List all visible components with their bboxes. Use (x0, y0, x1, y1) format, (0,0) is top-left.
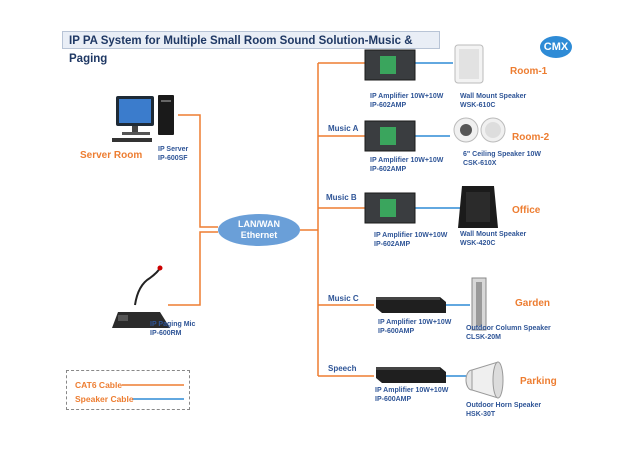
paging-mic-icon (112, 265, 170, 328)
amplifier-icon-1 (364, 49, 416, 81)
cat6-server-line (178, 114, 218, 228)
zone-room-5: Parking (520, 376, 557, 387)
wall-speaker-icon-3 (458, 186, 498, 228)
source-music-a: Music A (328, 124, 359, 133)
speaker-model-4: CLSK-20M (466, 334, 502, 341)
zone-room-4: Garden (515, 298, 551, 309)
source-speech: Speech (328, 364, 357, 373)
zone-room-1: Room-1 (510, 66, 548, 77)
wall-speaker-icon-1 (454, 44, 484, 84)
amp-model-1: IP-602AMP (370, 102, 407, 109)
amp-name-3: IP Amplifier 10W+10W (374, 232, 448, 239)
amp-model-4: IP-600AMP (378, 328, 415, 335)
amp-model-2: IP-602AMP (370, 166, 407, 173)
source-music-c: Music C (328, 294, 359, 303)
legend-speaker-label: Speaker Cable (75, 394, 134, 404)
server-room-label: Server Room (80, 150, 143, 161)
speaker-name-4: Outdoor Column Speaker (466, 325, 551, 332)
mic-name: IP Paging Mic (150, 321, 196, 328)
network-label-1: LAN/WAN (238, 219, 280, 229)
source-music-b: Music B (326, 193, 357, 202)
server-computer-icon (112, 95, 174, 142)
amplifier-icon-4 (376, 297, 446, 313)
amp-name-5: IP Amplifier 10W+10W (375, 387, 449, 394)
column-speaker-icon-4 (471, 277, 487, 331)
brand-logo: CMX (540, 36, 572, 58)
amp-name-1: IP Amplifier 10W+10W (370, 93, 444, 100)
speaker-name-5: Outdoor Horn Speaker (466, 402, 542, 409)
speaker-model-3: WSK-420C (460, 240, 496, 247)
ceiling-speaker-icon-2 (453, 117, 506, 143)
lan-wan-cloud: LAN/WAN Ethernet (218, 214, 300, 246)
speaker-name-3: Wall Mount Speaker (460, 231, 527, 238)
cable-legend: CAT6 Cable Speaker Cable (66, 370, 190, 410)
speaker-model-1: WSK-610C (460, 102, 496, 109)
amp-model-5: IP-600AMP (375, 396, 412, 403)
amp-name-2: IP Amplifier 10W+10W (370, 157, 444, 164)
amplifier-icon-3 (364, 192, 416, 224)
speaker-name-1: Wall Mount Speaker (460, 93, 527, 100)
server-name: IP Server (158, 146, 189, 153)
zone-room-3: Office (512, 205, 541, 216)
page-title: IP PA System for Multiple Small Room Sou… (62, 31, 440, 65)
cat6-mic-line (168, 231, 218, 306)
amp-name-4: IP Amplifier 10W+10W (378, 319, 452, 326)
amplifier-icon-2 (364, 120, 416, 152)
mic-model: IP-600RM (150, 330, 182, 337)
horn-speaker-icon-5 (465, 361, 504, 399)
speaker-model-5: HSK-30T (466, 411, 496, 418)
speaker-name-2: 6" Ceiling Speaker 10W (463, 151, 542, 158)
legend-cat6-label: CAT6 Cable (75, 380, 123, 390)
amplifier-icon-5 (376, 367, 446, 383)
amp-model-3: IP-602AMP (374, 241, 411, 248)
server-model: IP-600SF (158, 155, 188, 162)
network-label-2: Ethernet (240, 230, 278, 240)
zone-room-2: Room-2 (512, 132, 550, 143)
speaker-model-2: CSK-610X (463, 160, 497, 167)
